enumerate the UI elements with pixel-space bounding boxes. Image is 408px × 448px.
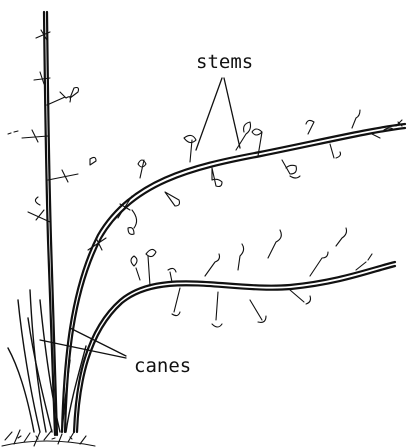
stems-label: stems [196, 51, 253, 73]
upright-cane-buds [8, 30, 96, 222]
upright-cane [44, 12, 57, 435]
lower-arching-cane [74, 262, 395, 432]
stems-pointers [196, 78, 240, 150]
ground [2, 430, 95, 446]
canes-label: canes [134, 355, 191, 377]
upper-cane-stems [88, 110, 402, 250]
